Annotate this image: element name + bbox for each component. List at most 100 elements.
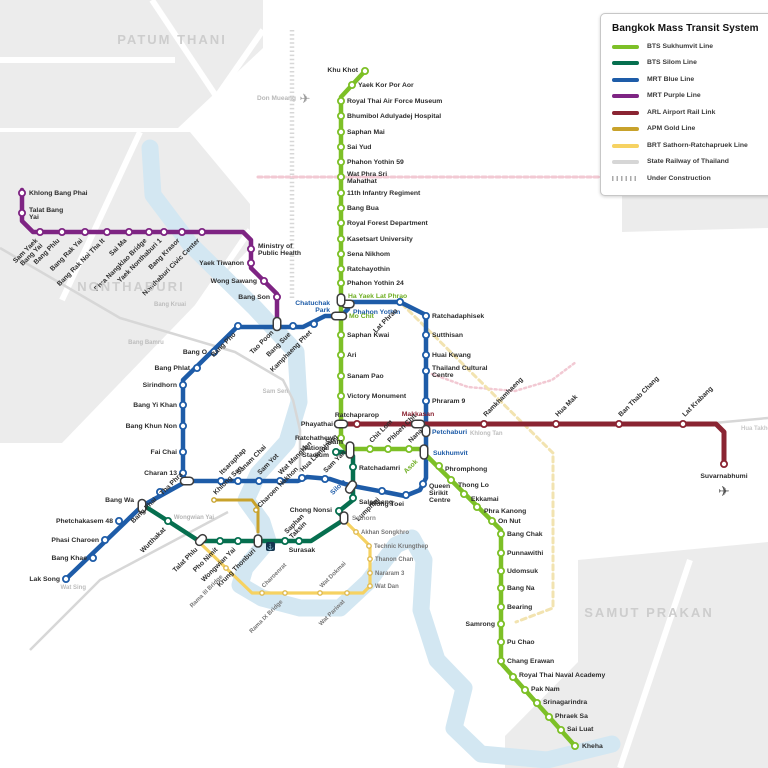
station-dot bbox=[367, 570, 373, 576]
station-dot bbox=[280, 537, 289, 546]
station-dot bbox=[155, 487, 164, 496]
station-dot bbox=[144, 227, 153, 236]
legend-line-swatch bbox=[612, 127, 639, 132]
station-label: Royal Thai Air Force Museum bbox=[347, 98, 442, 105]
station-label: Saladaeng bbox=[359, 499, 393, 506]
road bbox=[117, 228, 253, 422]
line-mrt-purple bbox=[19, 187, 280, 327]
legend-item-label: BTS Silom Line bbox=[647, 59, 697, 67]
station-dot bbox=[336, 278, 345, 287]
station-label: Sai Yud bbox=[347, 144, 371, 151]
station-dot bbox=[317, 590, 323, 596]
station-dot bbox=[367, 583, 373, 589]
station-dot bbox=[336, 112, 345, 121]
station-dot bbox=[178, 421, 187, 430]
legend: Bangkok Mass Transit System BTS Sukhumvi… bbox=[600, 13, 768, 197]
ferry-glyph: ⚓ bbox=[267, 543, 274, 551]
station-dot bbox=[348, 493, 357, 502]
station-label: Phromphong bbox=[445, 466, 487, 473]
station-dot bbox=[233, 476, 242, 485]
station-dot bbox=[459, 489, 468, 498]
station-label: Kasetsart University bbox=[347, 236, 413, 243]
uc-yellow-line bbox=[400, 302, 555, 624]
legend-line-swatch bbox=[612, 77, 639, 82]
station-dot bbox=[421, 366, 430, 375]
region-label: NONTHABURI bbox=[77, 279, 184, 294]
legend-item: State Railway of Thailand bbox=[612, 158, 764, 165]
station-dot bbox=[434, 461, 443, 470]
station-label: Yaek Tiwanon bbox=[199, 260, 244, 267]
legend-line-swatch bbox=[612, 61, 639, 66]
station-dot bbox=[336, 157, 345, 166]
station-dot bbox=[336, 188, 345, 197]
station-label: Phraek Sa bbox=[555, 713, 588, 720]
station-label: Thong Lo bbox=[458, 482, 489, 489]
station-dot bbox=[336, 371, 345, 380]
station-label: Khlong Bang Phai bbox=[29, 190, 88, 197]
map-label: Wat Sing bbox=[61, 585, 87, 591]
station-label: Sanam Pao bbox=[347, 373, 384, 380]
interchange-station-marker bbox=[421, 424, 431, 438]
station-dot bbox=[421, 330, 430, 339]
station-label: Bang Wa bbox=[105, 497, 134, 504]
station-dot bbox=[545, 713, 554, 722]
station-label: 11th Infantry Regiment bbox=[347, 190, 421, 197]
station-dot bbox=[395, 297, 404, 306]
station-label: Ratchadamri bbox=[359, 465, 400, 472]
legend-line-swatch bbox=[612, 110, 639, 115]
interchange-station-marker bbox=[194, 533, 208, 547]
station-label: Sirindhorn bbox=[143, 382, 177, 389]
station-label: Nararam 3 bbox=[375, 571, 405, 577]
station-label: Phahon Yothin bbox=[353, 309, 400, 316]
interchange-station-marker bbox=[339, 511, 349, 525]
station-label: Sathorn bbox=[352, 515, 376, 522]
station-dot bbox=[103, 227, 112, 236]
station-dot bbox=[365, 444, 374, 453]
road bbox=[59, 130, 143, 302]
station-dot bbox=[36, 227, 45, 236]
station-label: Siam bbox=[325, 437, 343, 446]
station-dot bbox=[336, 234, 345, 243]
station-dot bbox=[192, 363, 201, 372]
station-label: Saphan Mai bbox=[347, 129, 385, 136]
station-dot bbox=[223, 565, 229, 571]
station-dot bbox=[508, 673, 517, 682]
land-nonthaburi bbox=[0, 132, 250, 443]
legend-item-label: ARL Airport Rail Link bbox=[647, 108, 716, 116]
legend-item: MRT Blue Line bbox=[612, 76, 764, 83]
station-dot bbox=[89, 554, 98, 563]
legend-line-swatch bbox=[612, 143, 639, 148]
station-dot bbox=[233, 537, 242, 546]
station-label: Ekkamai bbox=[471, 496, 499, 503]
station-label: Bang Son bbox=[238, 294, 270, 301]
station-dot bbox=[496, 584, 505, 593]
station-label: Sai Luat bbox=[567, 726, 594, 733]
interchange-station-marker bbox=[272, 316, 282, 332]
station-dot bbox=[557, 726, 566, 735]
station-label: Bang Phlat bbox=[155, 365, 191, 372]
legend-item-label: Under Construction bbox=[647, 174, 711, 182]
station-label: Bang Khae bbox=[51, 555, 87, 562]
station-dot bbox=[496, 638, 505, 647]
station-label: Samrong bbox=[466, 621, 495, 628]
station-dot bbox=[496, 657, 505, 666]
line-brt-sathorn bbox=[197, 518, 372, 595]
station-dot bbox=[163, 517, 172, 526]
station-dot bbox=[259, 590, 265, 596]
station-dot bbox=[496, 549, 505, 558]
station-label: Pu Chao bbox=[507, 639, 535, 646]
station-label: Phetchakasem 48 bbox=[56, 518, 113, 525]
legend-title: Bangkok Mass Transit System bbox=[612, 23, 759, 34]
road bbox=[149, 0, 239, 128]
map-label: Hua Takhe bbox=[741, 426, 768, 432]
station-dot bbox=[178, 380, 187, 389]
legend-item-label: State Railway of Thailand bbox=[647, 158, 729, 166]
land-samut-prakan bbox=[505, 542, 768, 768]
suvarnabhumi-airport-icon: ✈ bbox=[718, 483, 730, 499]
station-label: Klong Toei bbox=[369, 501, 404, 508]
station-dot bbox=[446, 475, 455, 484]
station-label: Pak Nam bbox=[531, 686, 560, 693]
station-dot bbox=[347, 81, 356, 90]
